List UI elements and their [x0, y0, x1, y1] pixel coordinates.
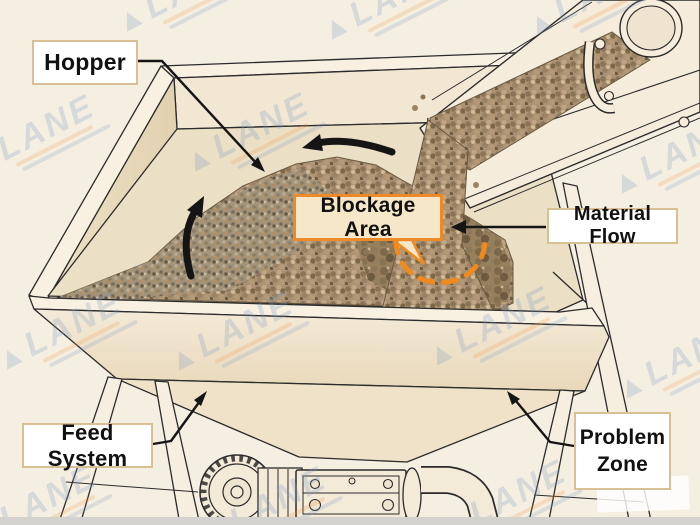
material-flow-direction-arrows — [182, 134, 396, 280]
feeder-assembly — [199, 454, 500, 525]
feed-system-label: Feed System — [22, 420, 153, 471]
problem-zone-pointer-arrow — [507, 391, 575, 448]
problem-zone-label: Problem Zone — [574, 412, 671, 490]
blockage-area-label: Blockage Area — [293, 194, 443, 241]
discharge-chute — [419, 0, 700, 213]
material-flow-pointer-arrow — [451, 220, 546, 234]
bin-front — [28, 295, 610, 463]
blockage-circle — [389, 235, 488, 285]
material-flow-label: Material Flow — [547, 203, 678, 248]
feed-system-pointer-arrow — [152, 391, 207, 446]
hopper-pointer-arrow — [138, 59, 265, 172]
hopper-label: Hopper — [32, 40, 138, 85]
bottom-bar — [0, 517, 700, 525]
